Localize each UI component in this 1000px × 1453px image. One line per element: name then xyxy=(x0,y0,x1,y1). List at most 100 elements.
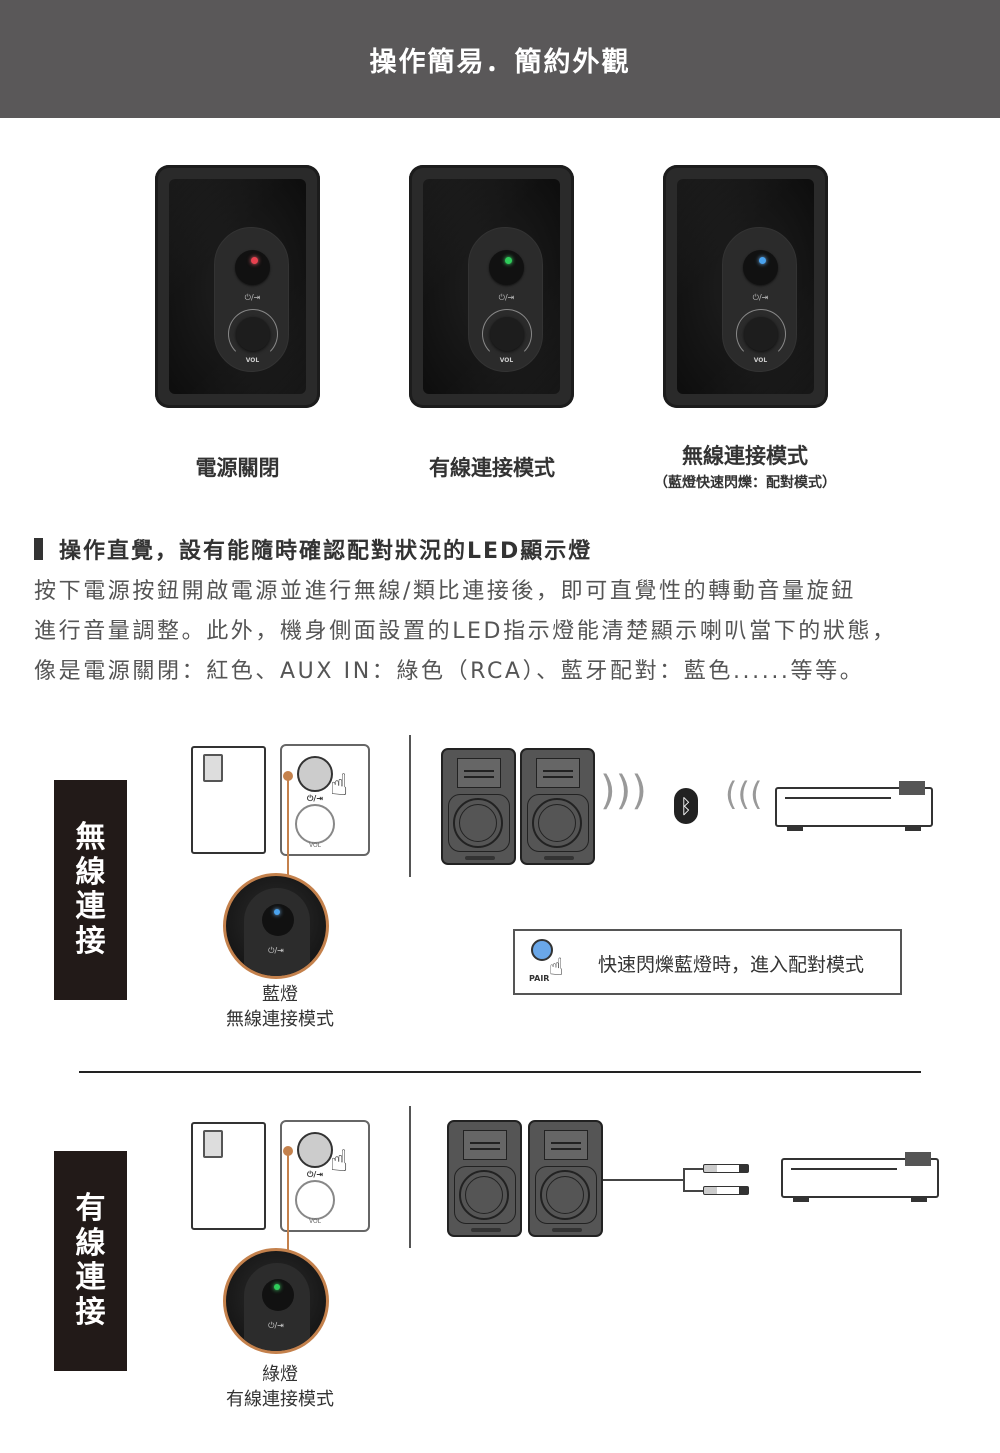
label-char: 有 xyxy=(75,1191,106,1226)
caption-wireless-sub: （藍燈快速閃爍：配對模式） xyxy=(654,475,836,491)
pair-note-text: 快速閃爍藍燈時，進入配對模式 xyxy=(598,954,865,976)
power-input-icon: ⏻/⇥ xyxy=(268,1321,284,1330)
turntable-drawing xyxy=(781,1152,939,1202)
rca-plug-icon xyxy=(703,1164,749,1173)
led-green xyxy=(505,257,512,264)
control-plate: ⏻/⇥ VOL xyxy=(214,227,289,372)
speaker-horn: ⏻/⇥ VOL xyxy=(677,179,814,394)
power-input-icon: ⏻/⇥ xyxy=(752,293,769,302)
label-char: 線 xyxy=(75,1225,106,1261)
speaker-right-drawing xyxy=(528,1120,603,1237)
control-plate: ⏻/⇥ VOL xyxy=(468,227,543,372)
connector-line xyxy=(287,776,289,876)
connector-line xyxy=(287,1151,289,1251)
label-char: 接 xyxy=(75,1294,106,1330)
caption-wireless: 無線連接模式 xyxy=(682,444,808,468)
feature-heading: 操作直覺，設有能隨時確認配對狀況的LED顯示燈 xyxy=(34,533,592,565)
hand-pointer-icon: ☝ xyxy=(330,1144,349,1179)
label-char: 無 xyxy=(75,820,106,855)
volume-knob xyxy=(744,317,778,351)
feature-body-line: 像是電源關閉：紅色、AUX IN：綠色（RCA）、藍牙配對：藍色......等等… xyxy=(34,659,865,684)
divider-vertical xyxy=(409,735,411,877)
power-button xyxy=(489,250,524,285)
bluetooth-icon: ᛒ xyxy=(674,788,698,824)
heading-bar xyxy=(34,538,43,560)
led-color-label: 綠燈 xyxy=(262,1364,298,1385)
pair-label: PAIR xyxy=(529,974,550,983)
control-plate: ⏻/⇥ VOL xyxy=(722,227,797,372)
rca-cable-branch xyxy=(683,1168,703,1170)
volume-knob xyxy=(236,317,270,351)
speaker-panel-wired: ⏻/⇥ VOL xyxy=(409,165,574,408)
power-input-icon: ⏻/⇥ xyxy=(307,1170,323,1179)
led-blue xyxy=(759,257,766,264)
mode-label: 無線連接模式 xyxy=(226,1009,334,1031)
label-char: 接 xyxy=(75,923,106,959)
speaker-horn: ⏻/⇥ VOL xyxy=(423,179,560,394)
volume-ring xyxy=(228,309,278,359)
power-input-icon: ⏻/⇥ xyxy=(498,293,515,302)
speaker-panel-power-off: ⏻/⇥ VOL xyxy=(155,165,320,408)
control-zoom-box: ⏻/⇥ VOL ☝ xyxy=(280,744,370,856)
caption-wired: 有線連接模式 xyxy=(429,456,555,480)
divider-vertical xyxy=(409,1106,411,1248)
led-green xyxy=(274,1284,280,1290)
hand-pointer-icon: ☝ xyxy=(549,953,564,981)
wireless-led-caption: 藍燈 無線連接模式 xyxy=(195,982,365,1032)
led-color-label: 藍燈 xyxy=(262,984,298,1005)
power-input-icon: ⏻/⇥ xyxy=(268,946,284,955)
feature-body-line: 按下電源按鈕開啟電源並進行無線/類比連接後，即可直覺性的轉動音量旋鈕 xyxy=(34,579,856,604)
vol-label: VOL xyxy=(499,357,514,364)
speaker-right-drawing xyxy=(520,748,595,865)
caption-power-off: 電源關閉 xyxy=(195,456,280,480)
speaker-side-drawing xyxy=(191,1122,266,1230)
hand-pointer-icon: ☝ xyxy=(330,768,349,803)
input-port xyxy=(203,1130,223,1158)
power-input-icon: ⏻/⇥ xyxy=(307,794,323,803)
turntable-drawing xyxy=(775,781,933,831)
label-char: 連 xyxy=(75,1260,106,1295)
pair-led-icon xyxy=(531,939,553,961)
pairing-note-box: PAIR ☝ 快速閃爍藍燈時，進入配對模式 xyxy=(513,929,902,995)
volume-knob xyxy=(490,317,524,351)
rca-cable-split xyxy=(683,1168,685,1192)
speaker-horn: ⏻/⇥ VOL xyxy=(169,179,306,394)
rca-cable-branch xyxy=(683,1190,703,1192)
wired-led-caption: 綠燈 有線連接模式 xyxy=(195,1362,365,1412)
input-port xyxy=(203,754,223,782)
volume-ring xyxy=(736,309,786,359)
wireless-side-label: 無 線 連 接 xyxy=(54,780,127,1000)
volume-knob-drawing xyxy=(295,1180,335,1220)
led-zoom-circle-green: ⏻/⇥ xyxy=(223,1248,329,1354)
rca-cable xyxy=(603,1179,683,1181)
page-header: 操作簡易．簡約外觀 xyxy=(0,0,1000,118)
led-red xyxy=(251,257,258,264)
power-input-icon: ⏻/⇥ xyxy=(244,293,261,302)
control-zoom-box: ⏻/⇥ VOL ☝ xyxy=(280,1120,370,1232)
feature-body-line: 進行音量調整。此外，機身側面設置的LED指示燈能清楚顯示喇叭當下的狀態， xyxy=(34,619,897,644)
volume-ring xyxy=(482,309,532,359)
power-button xyxy=(262,904,294,936)
wired-side-label: 有 線 連 接 xyxy=(54,1151,127,1371)
speaker-left-drawing xyxy=(447,1120,522,1237)
speaker-panel-wireless: ⏻/⇥ VOL xyxy=(663,165,828,408)
vol-label: VOL xyxy=(753,357,768,364)
vol-label: VOL xyxy=(308,842,322,849)
power-button xyxy=(262,1279,294,1311)
volume-knob-drawing xyxy=(295,804,335,844)
rca-plug-icon xyxy=(703,1186,749,1195)
wireless-waves-icon: ((( xyxy=(725,775,763,813)
label-char: 線 xyxy=(75,854,106,890)
led-zoom-circle-blue: ⏻/⇥ xyxy=(223,873,329,979)
feature-title: 操作直覺，設有能隨時確認配對狀況的LED顯示燈 xyxy=(59,539,593,564)
power-button-drawing xyxy=(297,1132,333,1168)
led-blue xyxy=(274,909,280,915)
speaker-side-drawing xyxy=(191,746,266,854)
label-char: 連 xyxy=(75,889,106,924)
section-divider xyxy=(79,1071,921,1073)
vol-label: VOL xyxy=(245,357,260,364)
power-button-drawing xyxy=(297,756,333,792)
wireless-waves-icon: ))) xyxy=(600,768,647,814)
speaker-left-drawing xyxy=(441,748,516,865)
page-title: 操作簡易．簡約外觀 xyxy=(369,46,631,78)
